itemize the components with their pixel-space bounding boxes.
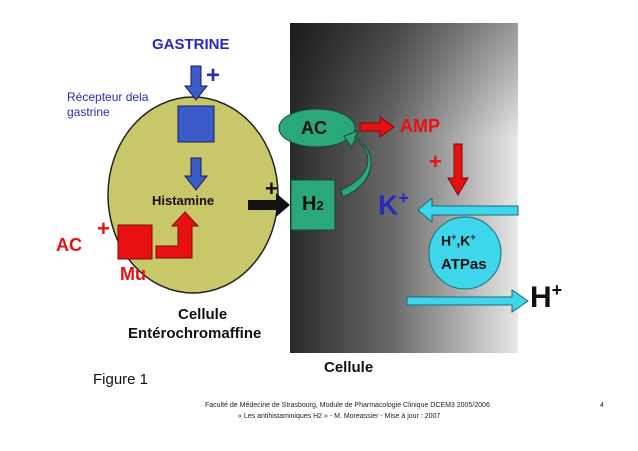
ac-to-amp-arrow-icon [359,116,395,138]
mu-receptor-box [117,224,153,260]
plus-sign-histamine: + [265,176,278,201]
receptor-down-arrow-icon [183,157,209,191]
potassium-in-arrow-icon [417,196,519,224]
proton-pump-label-line1: H+,K+ [441,232,476,249]
plus-sign-amp: + [429,149,442,174]
histamine-to-h2-arrow-icon [248,193,290,217]
histamine-label: Histamine [152,193,215,208]
red-bent-arrow-icon [155,211,200,259]
footer-line1: Faculté de Médecine de Strasbourg, Modul… [205,402,490,409]
proton-out-arrow-icon [406,289,529,313]
amp-to-pump-arrow-icon [447,143,469,196]
cell-label-line2: Entérochromaffine [128,325,262,342]
footer-line2: « Les antihistaminiques H2 » - M. Moreas… [238,413,441,420]
h2-label: H2 [302,193,324,215]
ac-enzyme-ellipse [278,108,356,148]
amp-label: AMP [400,116,440,136]
ac-enzyme-label: AC [301,118,327,138]
h2-receptor-box [290,179,336,231]
receptor-label-line1: Récepteur dela [67,90,149,104]
plus-sign-gastrine: + [206,62,221,89]
gastrin-receptor-box [177,105,215,143]
parietal-cell-label: Cellule [324,359,374,376]
plus-sign-ac-left: + [97,216,110,241]
cell-label-line1: Cellule [178,306,228,323]
ac-left-label: AC [56,235,82,255]
h2-to-ac-curved-arrow-icon [340,130,372,198]
potassium-label: K+ [378,188,409,221]
proton-out-label: H+ [530,280,563,314]
gastrine-label: GASTRINE [152,36,230,53]
proton-pump-ellipse [428,216,502,290]
page-number: 4 [600,402,604,409]
receptor-label-line2: gastrine [67,105,110,119]
proton-pump-label-line2: ATPas [441,256,487,273]
gastrine-arrow-icon [183,65,209,101]
mu-label: Mu [120,264,146,284]
figure-label: Figure 1 [93,371,149,388]
